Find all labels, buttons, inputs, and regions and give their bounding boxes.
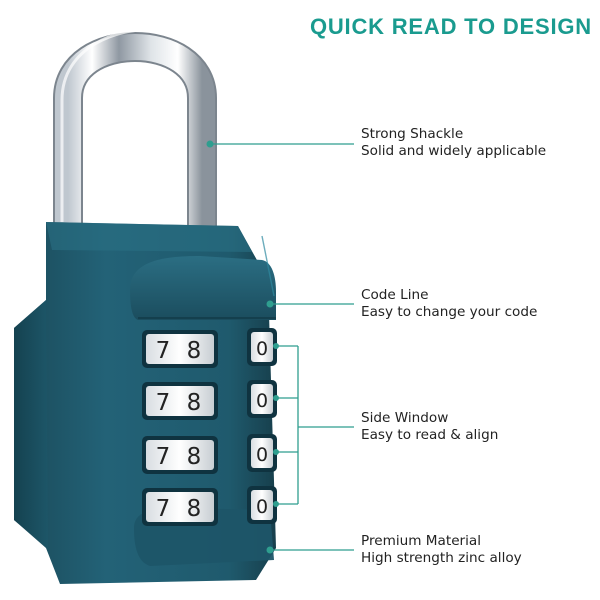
callout-material [266,546,354,554]
callout-dot [266,546,274,554]
dial-row: 7 8 0 [142,486,277,526]
dial-digit: 7 [156,496,171,522]
side-window-digit: 0 [256,390,268,412]
feature-side-window: Side Window Easy to read & align [361,410,596,444]
feature-title: Code Line [361,287,429,303]
callout-side-window [273,343,354,507]
feature-description: Easy to change your code [361,304,538,320]
callout-dot [206,140,214,148]
feature-title: Strong Shackle [361,126,464,142]
callout-shackle [206,140,354,148]
dial-row: 7 8 0 [142,434,277,474]
dial-digit: 7 [156,338,171,364]
callout-dot [273,449,279,455]
dial-digit: 8 [187,496,202,522]
feature-premium-material: Premium Material High strength zinc allo… [361,533,596,567]
dial-row: 7 8 0 [142,328,277,368]
feature-strong-shackle: Strong Shackle Solid and widely applicab… [361,126,596,160]
side-window-digit: 0 [256,444,268,466]
headline: QUICK READ TO DESIGN [309,14,592,39]
dial-digit: 8 [187,444,202,470]
feature-title: Side Window [361,410,449,426]
dial-row: 7 8 0 [142,380,277,420]
feature-code-line: Code Line Easy to change your code [361,287,596,321]
feature-description: Easy to read & align [361,427,499,443]
feature-description: Solid and widely applicable [361,143,547,159]
dial-digit: 8 [187,390,202,416]
feature-description: High strength zinc alloy [361,550,522,566]
callout-dot [273,501,279,507]
side-window-digit: 0 [256,496,268,518]
shackle [53,28,217,250]
callout-code-line [266,300,354,308]
side-window-digit: 0 [256,338,268,360]
dial-rows: 7 8 0 7 8 0 7 8 0 [142,328,277,526]
callout-dot [266,300,274,308]
dial-digit: 7 [156,444,171,470]
callout-lines [206,140,354,554]
callout-dot [273,343,279,349]
feature-title: Premium Material [361,533,482,549]
callout-dot [273,395,279,401]
dial-digit: 7 [156,390,171,416]
dial-digit: 8 [187,338,202,364]
